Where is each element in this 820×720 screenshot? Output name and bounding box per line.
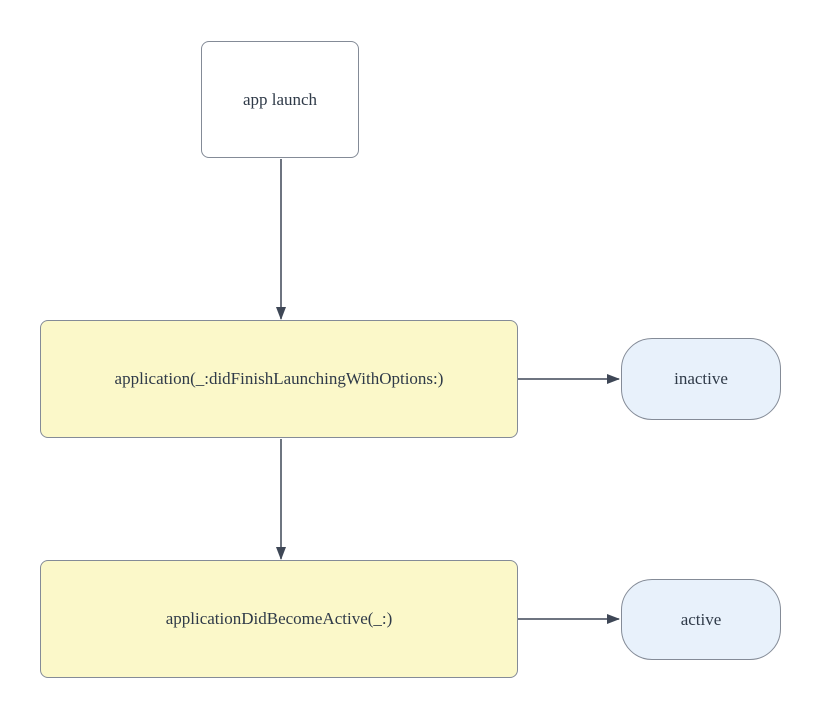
node-state-active-label: active	[680, 609, 722, 629]
node-did-become-active: applicationDidBecomeActive(_:)	[40, 560, 518, 678]
node-did-finish-launching-label: application(_:didFinishLaunchingWithOpti…	[114, 369, 444, 389]
node-did-finish-launching: application(_:didFinishLaunchingWithOpti…	[40, 320, 518, 438]
node-did-become-active-label: applicationDidBecomeActive(_:)	[165, 609, 393, 629]
node-state-inactive-label: inactive	[674, 369, 728, 389]
node-app-launch-label: app launch	[242, 89, 318, 109]
node-state-inactive: inactive	[621, 338, 781, 420]
node-app-launch: app launch	[201, 41, 359, 158]
node-state-active: active	[621, 579, 781, 660]
